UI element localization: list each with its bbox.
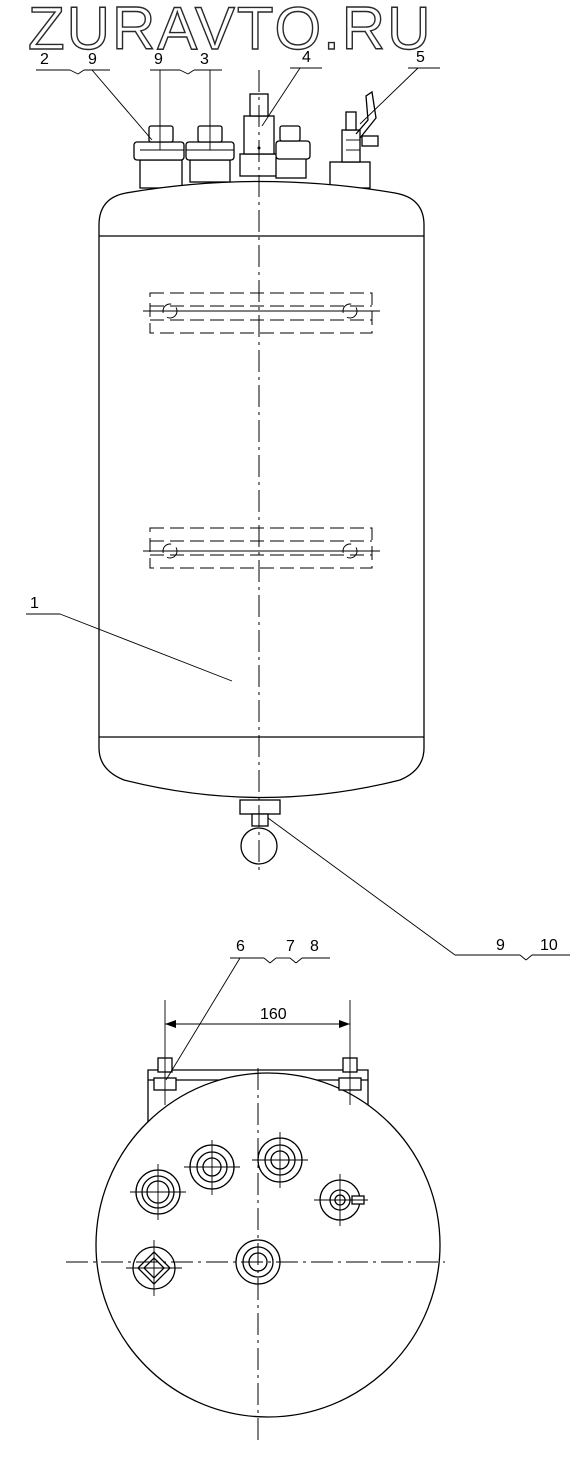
top-fitting-2-9 <box>133 125 185 189</box>
clamp-lower <box>143 527 380 569</box>
receiver-end-view: 160 <box>66 938 445 1445</box>
callout-9-b: 9 <box>154 51 163 68</box>
callout-6: 6 <box>236 938 245 955</box>
callout-1: 1 <box>30 595 39 612</box>
end-fitting-square-valve <box>126 1240 182 1296</box>
callout-3: 3 <box>200 51 209 68</box>
receiver-side-view: 2 9 9 3 4 5 1 9 10 <box>26 49 570 961</box>
watermark: ZURAVTO.RU <box>27 0 433 63</box>
bracket-bolt-left <box>153 1000 177 1105</box>
top-fitting-9-right <box>275 125 311 179</box>
dimension-160: 160 <box>165 1006 350 1028</box>
bracket-bolt-right <box>338 1000 362 1105</box>
callout-9-a: 9 <box>88 51 97 68</box>
callout-4: 4 <box>302 49 311 66</box>
callout-9-c: 9 <box>496 937 505 954</box>
bottom-drain-ring <box>239 799 281 865</box>
callout-5: 5 <box>416 49 425 66</box>
leaders-side <box>26 67 570 961</box>
top-fitting-5-drain-tap <box>329 90 379 189</box>
callout-8: 8 <box>310 938 319 955</box>
dimension-value: 160 <box>260 1006 287 1023</box>
end-fitting-upper-left <box>130 1164 186 1220</box>
end-fitting-top-left <box>184 1140 240 1195</box>
end-fitting-tap <box>314 1174 368 1226</box>
leaders-end <box>165 957 330 1081</box>
receiver-vessel <box>98 180 425 799</box>
callout-10: 10 <box>540 937 558 954</box>
clamp-upper <box>143 292 380 334</box>
callout-2: 2 <box>40 51 49 68</box>
callout-7: 7 <box>286 938 295 955</box>
